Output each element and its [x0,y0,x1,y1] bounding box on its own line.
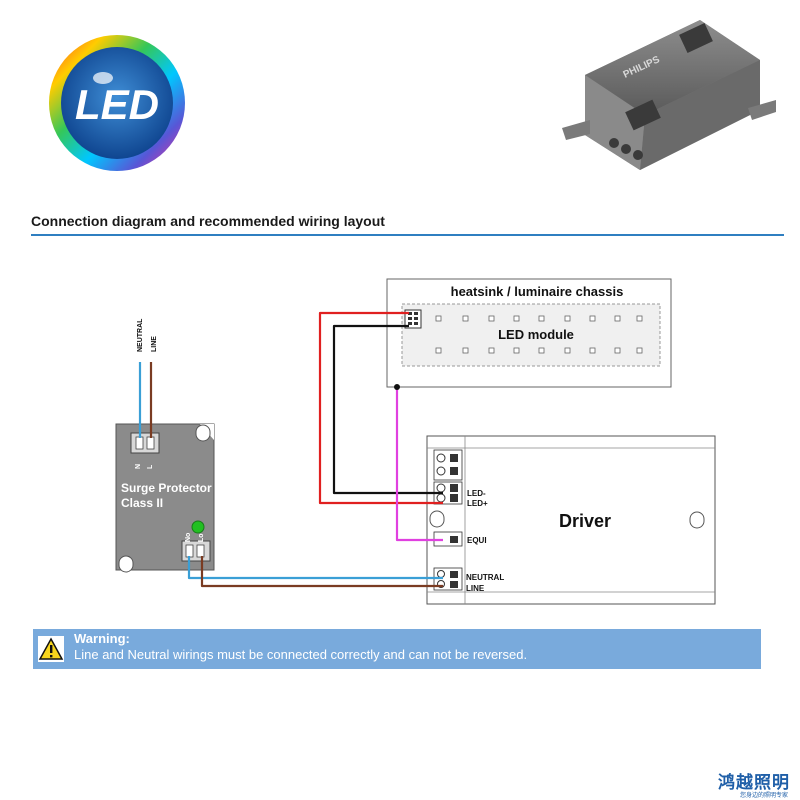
driver-label: Driver [559,511,611,531]
driver-equi-label: EQUI [467,536,487,545]
mains-line-label: LINE [151,336,158,352]
warning-title: Warning: [74,631,130,646]
section-title: Connection diagram and recommended wirin… [31,213,385,229]
heatsink-label: heatsink / luminaire chassis [451,284,624,299]
led-logo: LED [49,35,185,171]
line-wire-to-driver [200,556,443,588]
surge-in-n-label: N [135,464,142,469]
equi-wire [395,387,443,542]
product-photo: PHILIPS [562,20,776,170]
chassis-ground-point [394,384,400,390]
footer-brand: 鸿越照明 [718,773,790,792]
led-chip-array [435,315,643,354]
neutral-wire-to-driver [187,556,443,580]
warning-triangle-icon [38,636,64,662]
driver [426,435,716,605]
surge-title: Surge Protector [121,481,212,495]
indicator-led-icon [191,520,205,534]
led-module-label: LED module [498,327,574,342]
warning-text: Line and Neutral wirings must be connect… [74,647,528,662]
driver-line-label: LINE [466,584,485,593]
footer-brand-sub: 您身边的照明专家 [739,793,788,799]
surge-out-l-label: Lo [198,533,205,542]
led-minus-wire [332,324,443,495]
driver-neutral-label: NEUTRAL [466,573,504,582]
driver-led-minus-label: LED- [467,489,486,498]
led-module-board [401,303,661,367]
led-plus-wire [318,311,443,505]
surge-out-n-label: No [185,533,192,542]
logo-text: LED [75,81,159,128]
warning-banner [33,629,761,669]
surge-in-l-label: L [147,464,154,469]
mains-neutral-label: NEUTRAL [137,318,144,352]
section-rule [31,234,784,236]
driver-led-plus-label: LED+ [467,499,488,508]
surge-class: Class II [121,496,163,510]
led-module-connector [404,309,422,329]
surge-protector [115,423,215,573]
